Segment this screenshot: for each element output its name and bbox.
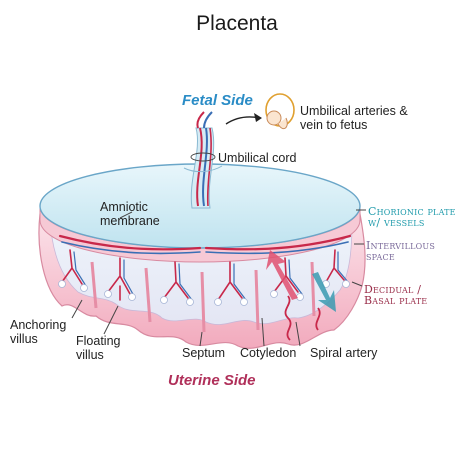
decidual-plate-label: Decidual / Basal plate bbox=[364, 283, 428, 307]
cord-to-fetus-arrow bbox=[225, 116, 261, 125]
maternal-outflow-arrow bbox=[312, 272, 336, 312]
anchoring-villus-label: Anchoring villus bbox=[10, 318, 67, 346]
intervillous-space-label: Intervillous space bbox=[366, 239, 436, 263]
maternal-inflow-arrow bbox=[266, 250, 298, 300]
spiral-artery-label: Spiral artery bbox=[310, 346, 378, 360]
chorionic-plate-label: Chorionic plate w/ vessels bbox=[368, 205, 456, 229]
label-brackets bbox=[351, 209, 366, 287]
fetal-side-label: Fetal Side bbox=[182, 92, 253, 109]
cotyledon-label: Cotyledon bbox=[240, 346, 297, 360]
septa bbox=[90, 261, 316, 333]
spiral-arteries bbox=[284, 295, 321, 341]
umbilical-cord bbox=[183, 111, 223, 209]
amniotic-membrane-label: Amniotic membrane bbox=[100, 200, 160, 228]
umbilical-arteries-label: Umbilical arteries & vein to fetus bbox=[300, 104, 408, 132]
diagram-title: Placenta bbox=[196, 12, 278, 35]
fetus-icon bbox=[265, 93, 295, 130]
floating-villus-label: Floating villus bbox=[76, 334, 121, 362]
villous-trees bbox=[58, 249, 350, 306]
chorionic-vessels bbox=[58, 234, 352, 255]
umbilical-cord-label: Umbilical cord bbox=[218, 151, 297, 165]
septum-label: Septum bbox=[182, 346, 226, 360]
leader-lines bbox=[71, 211, 301, 347]
uterine-side-label: Uterine Side bbox=[168, 372, 256, 389]
